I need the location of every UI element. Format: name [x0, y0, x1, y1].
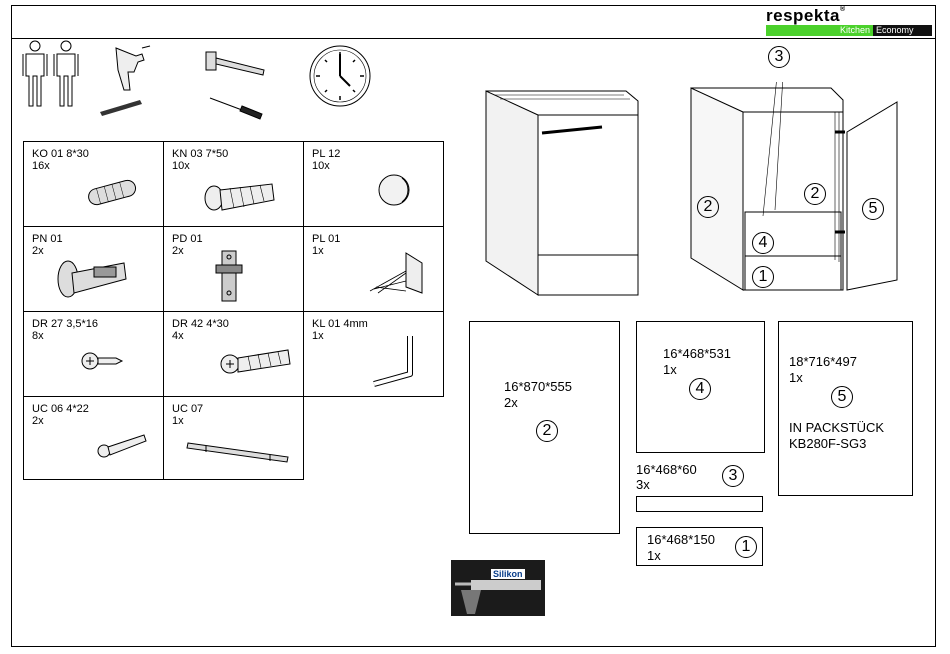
- item-code: DR 27 3,5*16: [32, 318, 163, 330]
- clock-icon: [310, 46, 370, 106]
- part-num: 5: [831, 386, 853, 408]
- screwdriver-icon: [210, 98, 262, 119]
- drill-bits-icon: [100, 100, 142, 116]
- hammer-icon: [206, 52, 264, 75]
- part-qty: 2x: [504, 395, 518, 410]
- part-dim: 16*870*555: [504, 379, 572, 394]
- hardware-item: KO 01 8*30 16x: [23, 141, 164, 227]
- part-dim: 18*716*497: [789, 354, 857, 369]
- item-qty: 1x: [172, 415, 303, 427]
- cover-cap-icon: [374, 170, 414, 210]
- item-qty: 4x: [172, 330, 303, 342]
- label-4-shelf: 4: [752, 232, 774, 254]
- item-code: KN 03 7*50: [172, 148, 303, 160]
- item-qty: 16x: [32, 160, 163, 172]
- mounting-plate-icon: [210, 247, 250, 307]
- label-3: 3: [768, 46, 790, 68]
- label-2-side: 2: [697, 196, 719, 218]
- part-4-panel: 16*468*531 1x 4: [636, 321, 765, 453]
- brand-name: respekta: [766, 6, 840, 25]
- part-2-panel: 16*870*555 2x 2: [469, 321, 620, 534]
- item-code: DR 42 4*30: [172, 318, 303, 330]
- item-qty: 10x: [172, 160, 303, 172]
- item-code: UC 06 4*22: [32, 403, 163, 415]
- item-code: PL 01: [312, 233, 443, 245]
- part-note: IN PACKSTÜCK: [789, 420, 884, 435]
- part-note: KB280F-SG3: [789, 436, 866, 451]
- cabinet-closed-drawing: [480, 85, 640, 300]
- hardware-item: UC 06 4*22 2x: [23, 396, 164, 480]
- drill-icon: [116, 46, 150, 90]
- shelf-support-icon: [366, 249, 426, 304]
- part-dim: 16*468*531: [663, 346, 731, 361]
- hardware-item: PL 01 1x: [303, 226, 444, 312]
- brand-series: Economy: [873, 25, 932, 36]
- item-code: UC 07: [172, 403, 303, 415]
- label-2-back: 2: [804, 183, 826, 205]
- part-qty: 1x: [789, 370, 803, 385]
- hardware-item: PD 01 2x: [163, 226, 304, 312]
- part-3-label: 16*468*60 3x: [636, 462, 697, 492]
- hardware-item: UC 07 1x: [163, 396, 304, 480]
- two-persons-icon: [23, 41, 78, 106]
- brand-line: Kitchen: [766, 25, 873, 36]
- label-1-base: 1: [752, 266, 774, 288]
- hardware-item: DR 27 3,5*16 8x: [23, 311, 164, 397]
- part-3-num: 3: [722, 465, 744, 487]
- item-code: PL 12: [312, 148, 443, 160]
- wall-plug-icon: [202, 174, 282, 214]
- part-num: 1: [735, 536, 757, 558]
- part-5-panel: 18*716*497 1x 5 IN PACKSTÜCK KB280F-SG3: [778, 321, 913, 496]
- brand-logo: respekta® Kitchen Economy: [766, 6, 934, 38]
- part-qty: 3x: [636, 477, 697, 492]
- item-qty: 2x: [32, 415, 163, 427]
- bar-handle-icon: [184, 437, 294, 467]
- brand-reg: ®: [840, 6, 846, 13]
- part-dim: 16*468*150: [647, 532, 715, 547]
- wooden-dowel-icon: [84, 172, 144, 212]
- part-3-strip: [636, 496, 763, 512]
- hardware-item: KL 01 4mm 1x: [303, 311, 444, 397]
- tools-row: [20, 40, 440, 135]
- item-qty: 8x: [32, 330, 163, 342]
- handle-screw-icon: [94, 427, 154, 467]
- short-screw-icon: [80, 346, 130, 376]
- header-divider: [11, 38, 936, 39]
- item-code: PD 01: [172, 233, 303, 245]
- item-code: PN 01: [32, 233, 163, 245]
- item-code: KL 01 4mm: [312, 318, 443, 330]
- item-code: KO 01 8*30: [32, 148, 163, 160]
- part-1-panel: 16*468*150 1x 1: [636, 527, 763, 566]
- silicone-gun-image: Silikon: [451, 560, 545, 616]
- part-qty: 1x: [663, 362, 677, 377]
- part-num: 4: [689, 378, 711, 400]
- hardware-item: PL 12 10x: [303, 141, 444, 227]
- part-num: 2: [536, 420, 558, 442]
- part-dim: 16*468*60: [636, 462, 697, 477]
- hardware-item: PN 01 2x: [23, 226, 164, 312]
- part-qty: 1x: [647, 548, 661, 563]
- hardware-item: KN 03 7*50 10x: [163, 141, 304, 227]
- allen-key-icon: [366, 332, 426, 387]
- long-screw-icon: [218, 342, 298, 382]
- hardware-item: DR 42 4*30 4x: [163, 311, 304, 397]
- hinge-icon: [50, 251, 130, 306]
- label-5-door: 5: [862, 198, 884, 220]
- silikon-label: Silikon: [491, 569, 525, 579]
